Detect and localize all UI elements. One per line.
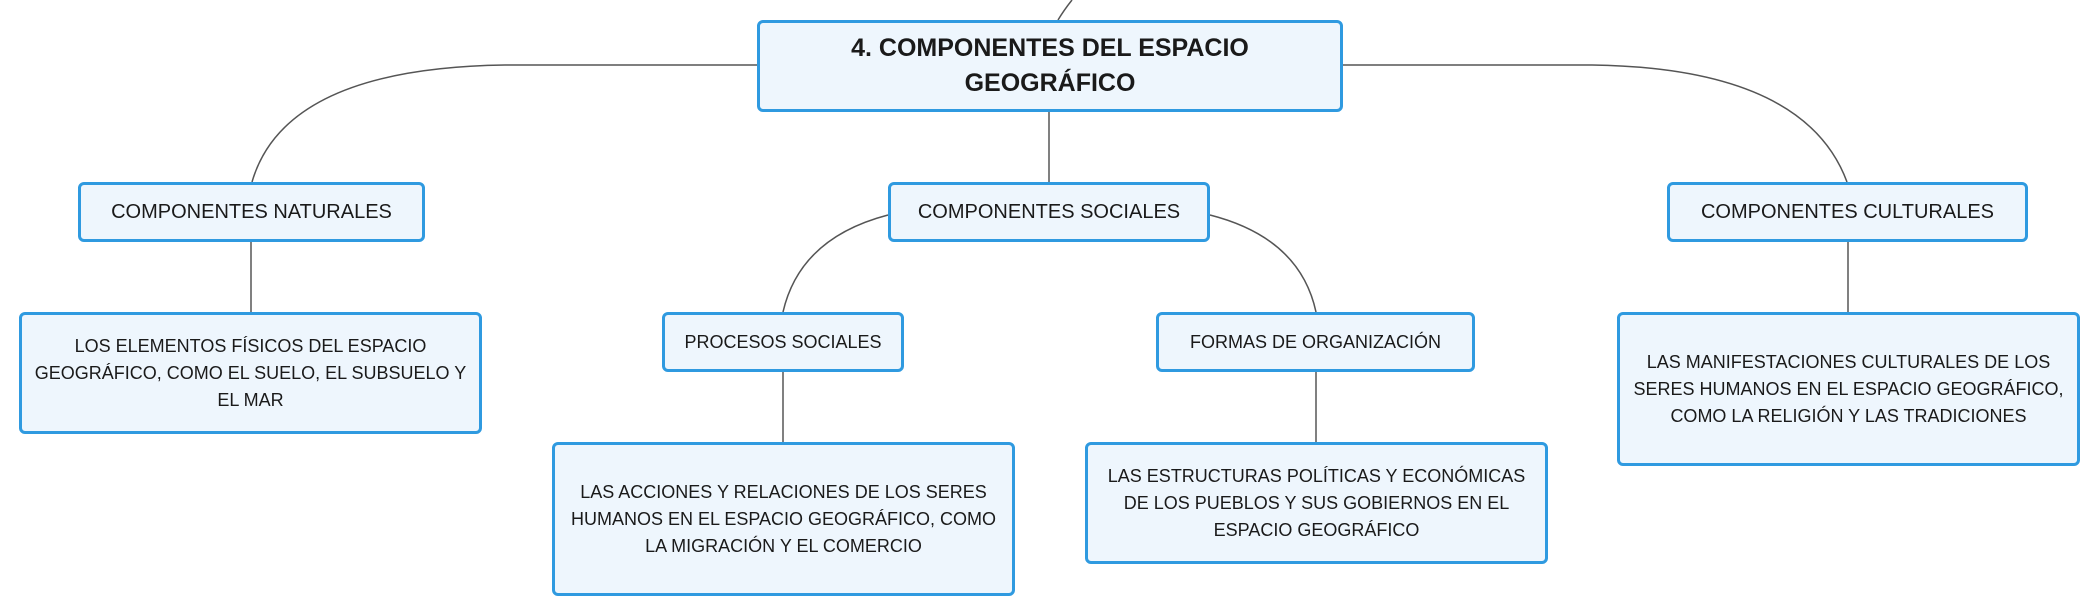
topic-componentes-culturales-label: COMPONENTES CULTURALES — [1700, 200, 1994, 223]
connector-root-culturales — [1342, 64, 1848, 183]
topic-formas-de-organizacion-label: FORMAS DE ORGANIZACIÓN — [1189, 331, 1441, 352]
root-topic[interactable]: 4. COMPONENTES DEL ESPACIO GEOGRÁFICO — [757, 20, 1343, 112]
topic-procesos-sociales[interactable]: PROCESOS SOCIALES — [662, 312, 904, 372]
topic-naturales-descripcion[interactable]: LOS ELEMENTOS FÍSICOS DEL ESPACIO GEOGRÁ… — [19, 312, 482, 434]
topic-culturales-descripcion-text: LAS MANIFESTACIONES CULTURALES DE LOS SE… — [1633, 351, 2064, 426]
connector-root-parent-stub — [1057, 0, 1073, 21]
topic-naturales-descripcion-text: LOS ELEMENTOS FÍSICOS DEL ESPACIO GEOGRÁ… — [34, 335, 467, 410]
topic-procesos-descripcion-text: LAS ACCIONES Y RELACIONES DE LOS SERES H… — [570, 481, 997, 556]
topic-culturales-descripcion[interactable]: LAS MANIFESTACIONES CULTURALES DE LOS SE… — [1617, 312, 2080, 466]
connector-sociales-procesos — [782, 214, 889, 313]
topic-procesos-descripcion[interactable]: LAS ACCIONES Y RELACIONES DE LOS SERES H… — [552, 442, 1015, 596]
root-topic-label: 4. COMPONENTES DEL ESPACIO GEOGRÁFICO — [851, 34, 1249, 97]
topic-componentes-naturales[interactable]: COMPONENTES NATURALES — [78, 182, 425, 242]
topic-componentes-sociales-label: COMPONENTES SOCIALES — [917, 200, 1181, 223]
topic-organizacion-descripcion[interactable]: LAS ESTRUCTURAS POLÍTICAS Y ECONÓMICAS D… — [1085, 442, 1548, 564]
topic-componentes-culturales[interactable]: COMPONENTES CULTURALES — [1667, 182, 2028, 242]
connector-sociales-organizacion — [1209, 214, 1317, 313]
topic-componentes-naturales-label: COMPONENTES NATURALES — [111, 200, 392, 223]
topic-organizacion-descripcion-text: LAS ESTRUCTURAS POLÍTICAS Y ECONÓMICAS D… — [1107, 465, 1526, 540]
topic-procesos-sociales-label: PROCESOS SOCIALES — [684, 331, 882, 352]
topic-componentes-sociales[interactable]: COMPONENTES SOCIALES — [888, 182, 1210, 242]
topic-formas-de-organizacion[interactable]: FORMAS DE ORGANIZACIÓN — [1156, 312, 1475, 372]
connector-root-naturales — [251, 64, 757, 183]
